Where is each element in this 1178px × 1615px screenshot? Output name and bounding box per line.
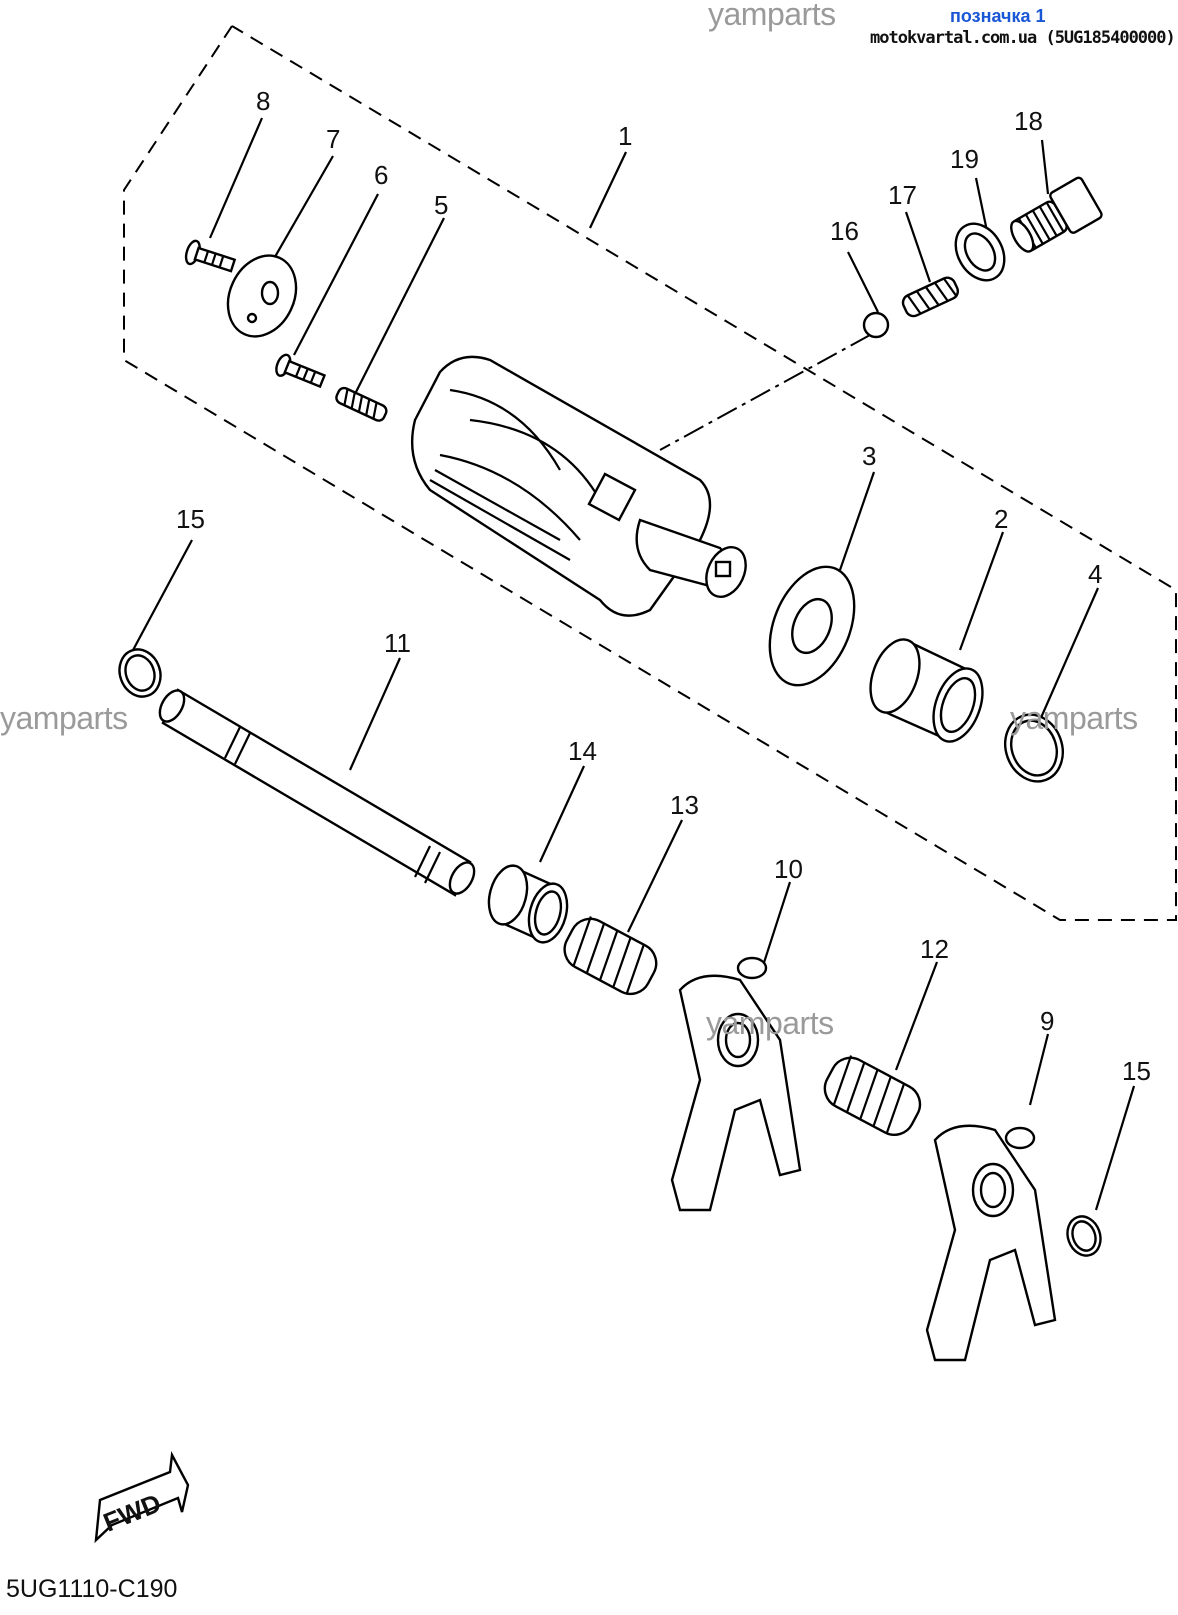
part-2-collar [869, 638, 984, 743]
callout-15-right: 15 [1122, 1056, 1151, 1086]
watermark-top: yamparts [708, 0, 836, 32]
callout-19: 19 [950, 144, 979, 174]
part-7-plate [226, 254, 298, 338]
callout-5: 5 [434, 190, 448, 220]
part-17-spring [901, 276, 960, 318]
part-19-washer [954, 222, 1006, 282]
callout-13: 13 [670, 790, 699, 820]
watermark-right: yamparts [1010, 700, 1138, 736]
callout-6: 6 [374, 160, 388, 190]
callout-3: 3 [862, 441, 876, 471]
part-5-spring [335, 386, 388, 422]
part-14-collar [487, 864, 569, 944]
callout-4: 4 [1088, 559, 1102, 589]
part-6-pin [275, 353, 327, 389]
callout-16: 16 [830, 216, 859, 246]
callout-1: 1 [618, 121, 632, 151]
part-4-circlip [1004, 713, 1064, 783]
callout-18: 18 [1014, 106, 1043, 136]
leader-lines [131, 117, 1136, 1211]
callout-14: 14 [568, 736, 597, 766]
assembly-boundary [123, 25, 1177, 921]
callout-12: 12 [920, 934, 949, 964]
part-9-fork [925, 1124, 1057, 1362]
callout-2: 2 [994, 504, 1008, 534]
part-11-shaft [158, 688, 476, 897]
header-site-text: motokvartal.com.ua (5UG185400000) [870, 28, 1176, 48]
part-8-screw [184, 239, 237, 273]
part-18-bolt [1010, 176, 1103, 253]
callout-9: 9 [1040, 1006, 1054, 1036]
callout-10: 10 [774, 854, 803, 884]
watermark-left: yamparts [0, 700, 128, 736]
part-3-washer [768, 565, 856, 687]
callout-8: 8 [256, 86, 270, 116]
part-13-spring [563, 916, 658, 996]
part-12-spring [823, 1055, 922, 1136]
part-10-fork [670, 956, 802, 1212]
part-16-ball [862, 311, 890, 339]
header-link[interactable]: позначка 1 [950, 6, 1046, 26]
callout-15-left: 15 [176, 504, 205, 534]
shift-drum [411, 355, 747, 617]
part-15-circlip-right [1066, 1215, 1102, 1257]
callout-17: 17 [888, 180, 917, 210]
callout-numbers: 1 2 3 4 5 6 7 8 9 10 11 12 13 14 15 15 1… [176, 86, 1151, 1086]
part-15-circlip-left [118, 648, 162, 698]
callout-7: 7 [326, 124, 340, 154]
fwd-arrow-icon: FWD [94, 1451, 190, 1544]
callout-11: 11 [384, 628, 411, 658]
watermark-center: yamparts [706, 1005, 834, 1041]
diagram-code: 5UG1110-C190 [6, 1575, 178, 1603]
